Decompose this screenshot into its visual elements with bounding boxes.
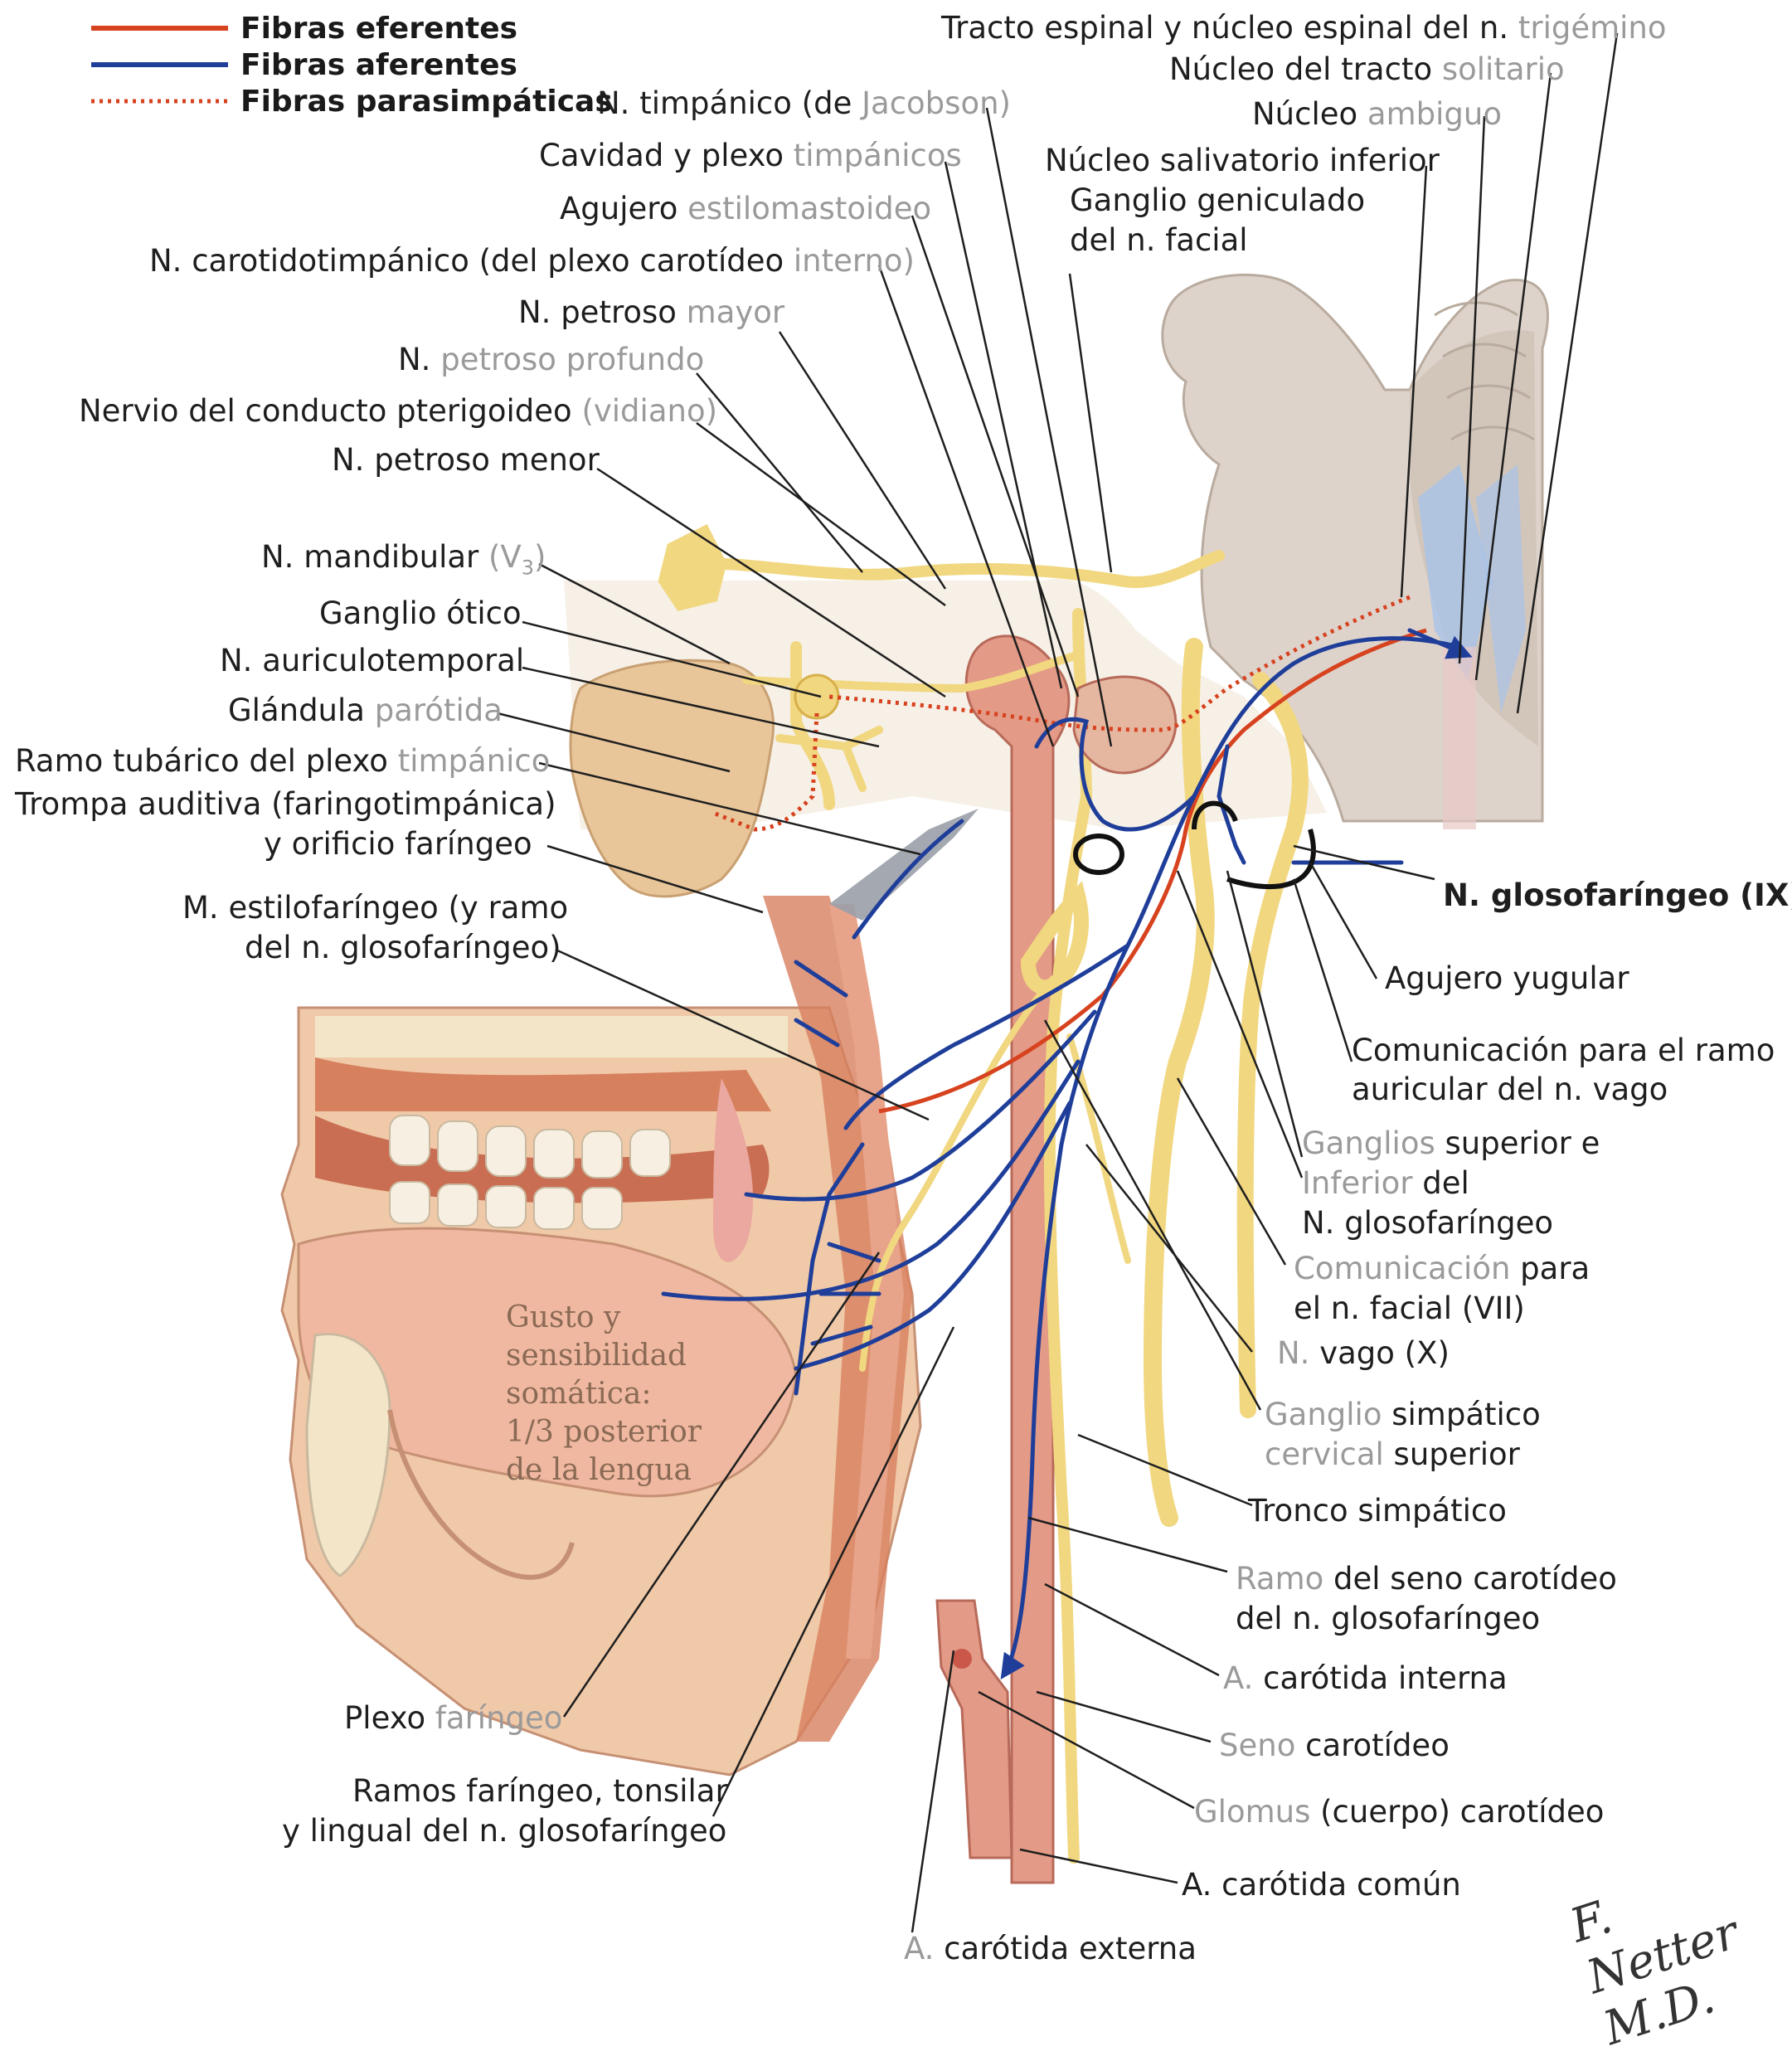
label-vidiano: Nervio del conducto pterigoideo (vidiano…: [79, 393, 717, 430]
legend-afferent: Fibras aferentes: [91, 48, 517, 81]
label-solitario: Núcleo del tracto solitario: [1169, 51, 1565, 88]
label-mandibular: N. mandibular (V3): [261, 539, 546, 586]
label-auricular-1: Comunicación para el ramo: [1352, 1033, 1775, 1069]
label-carotidotimpanico: N. carotidotimpánico (del plexo carotíde…: [149, 243, 915, 279]
label-petroso-profundo: N. petroso profundo: [398, 342, 704, 378]
tongue-text-2: sensibilidad: [506, 1337, 687, 1375]
label-auricular-2: auricular del n. vago: [1352, 1072, 1668, 1108]
label-trigemino: Tracto espinal y núcleo espinal del n. t…: [941, 10, 1667, 46]
tympanic-cavity: [1074, 677, 1176, 773]
label-ramos-2: y lingual del n. glosofaríngeo: [282, 1813, 726, 1849]
label-yugular: Agujero yugular: [1385, 960, 1629, 997]
label-com-facial-2: el n. facial (VII): [1294, 1290, 1525, 1327]
label-ganglios-1: Ganglios superior e: [1302, 1125, 1600, 1162]
diagram-canvas: { "legend": { "efferent": "Fibras eferen…: [0, 0, 1792, 1976]
label-seno-ramo-1: Ramo del seno carotídeo: [1236, 1561, 1617, 1597]
tongue-text-1: Gusto y: [506, 1299, 620, 1337]
legend-efferent: Fibras eferentes: [91, 12, 517, 45]
legend-efferent-label: Fibras eferentes: [240, 12, 517, 46]
label-trompa-2: y orificio faríngeo: [264, 826, 532, 863]
label-carotida-interna: A. carótida interna: [1223, 1660, 1508, 1697]
label-ambiguo: Núcleo ambiguo: [1252, 96, 1502, 133]
label-salivatorio: Núcleo salivatorio inferior: [1045, 143, 1440, 179]
tongue-text-5: de la lengua: [506, 1451, 692, 1490]
label-ganglios-2: Inferior del: [1302, 1165, 1469, 1202]
label-petroso-mayor: N. petroso mayor: [518, 294, 784, 331]
label-tronco: Tronco simpático: [1248, 1493, 1507, 1529]
label-seno-carotideo: Seno carotídeo: [1219, 1728, 1450, 1764]
label-com-facial-1: Comunicación para: [1294, 1251, 1590, 1287]
legend-parasympathetic: Fibras parasimpáticas: [91, 85, 613, 118]
label-parotida: Glándula parótida: [228, 693, 503, 729]
label-ramos-1: Ramos faríngeo, tonsilar: [352, 1773, 728, 1810]
legend-afferent-label: Fibras aferentes: [240, 48, 517, 82]
label-glosofaringeo-ix: N. glosofaríngeo (IX): [1443, 877, 1792, 914]
label-agujero-estilomastoideo: Agujero estilomastoideo: [560, 191, 931, 227]
label-tubarico: Ramo tubárico del plexo timpánico: [15, 743, 550, 780]
label-carotida-externa: A. carótida externa: [904, 1931, 1197, 1967]
label-vago: N. vago (X): [1277, 1335, 1450, 1372]
label-simpatico-1: Ganglio simpático: [1265, 1397, 1541, 1433]
label-glomus: Glomus (cuerpo) carotídeo: [1194, 1794, 1604, 1830]
label-trompa-1: Trompa auditiva (faringotimpánica): [15, 786, 556, 823]
label-seno-ramo-2: del n. glosofaríngeo: [1236, 1601, 1540, 1637]
label-carotida-comun: A. carótida común: [1182, 1867, 1461, 1903]
legend-parasympathetic-label: Fibras parasimpáticas: [240, 85, 613, 119]
label-petroso-menor: N. petroso menor: [332, 442, 600, 479]
label-plexo-faringeo: Plexo faríngeo: [344, 1700, 562, 1737]
label-simpatico-2: cervical superior: [1265, 1436, 1520, 1473]
tongue-text-4: 1/3 posterior: [506, 1413, 702, 1451]
label-cavidad: Cavidad y plexo timpánicos: [539, 138, 962, 174]
label-ganglio-otico: Ganglio ótico: [319, 595, 522, 632]
tongue-text-3: somática:: [506, 1375, 651, 1413]
label-timpanico: N. timpánico (de Jacobson): [597, 85, 1011, 122]
label-estilofaringeo-2: del n. glosofaríngeo): [245, 930, 561, 966]
label-geniculado-2: del n. facial: [1070, 222, 1248, 259]
label-geniculado-1: Ganglio geniculado: [1070, 182, 1365, 219]
label-ganglios-3: N. glosofaríngeo: [1302, 1205, 1553, 1242]
label-auriculotemporal: N. auriculotemporal: [220, 643, 524, 679]
label-estilofaringeo-1: M. estilofaríngeo (y ramo: [182, 890, 568, 926]
